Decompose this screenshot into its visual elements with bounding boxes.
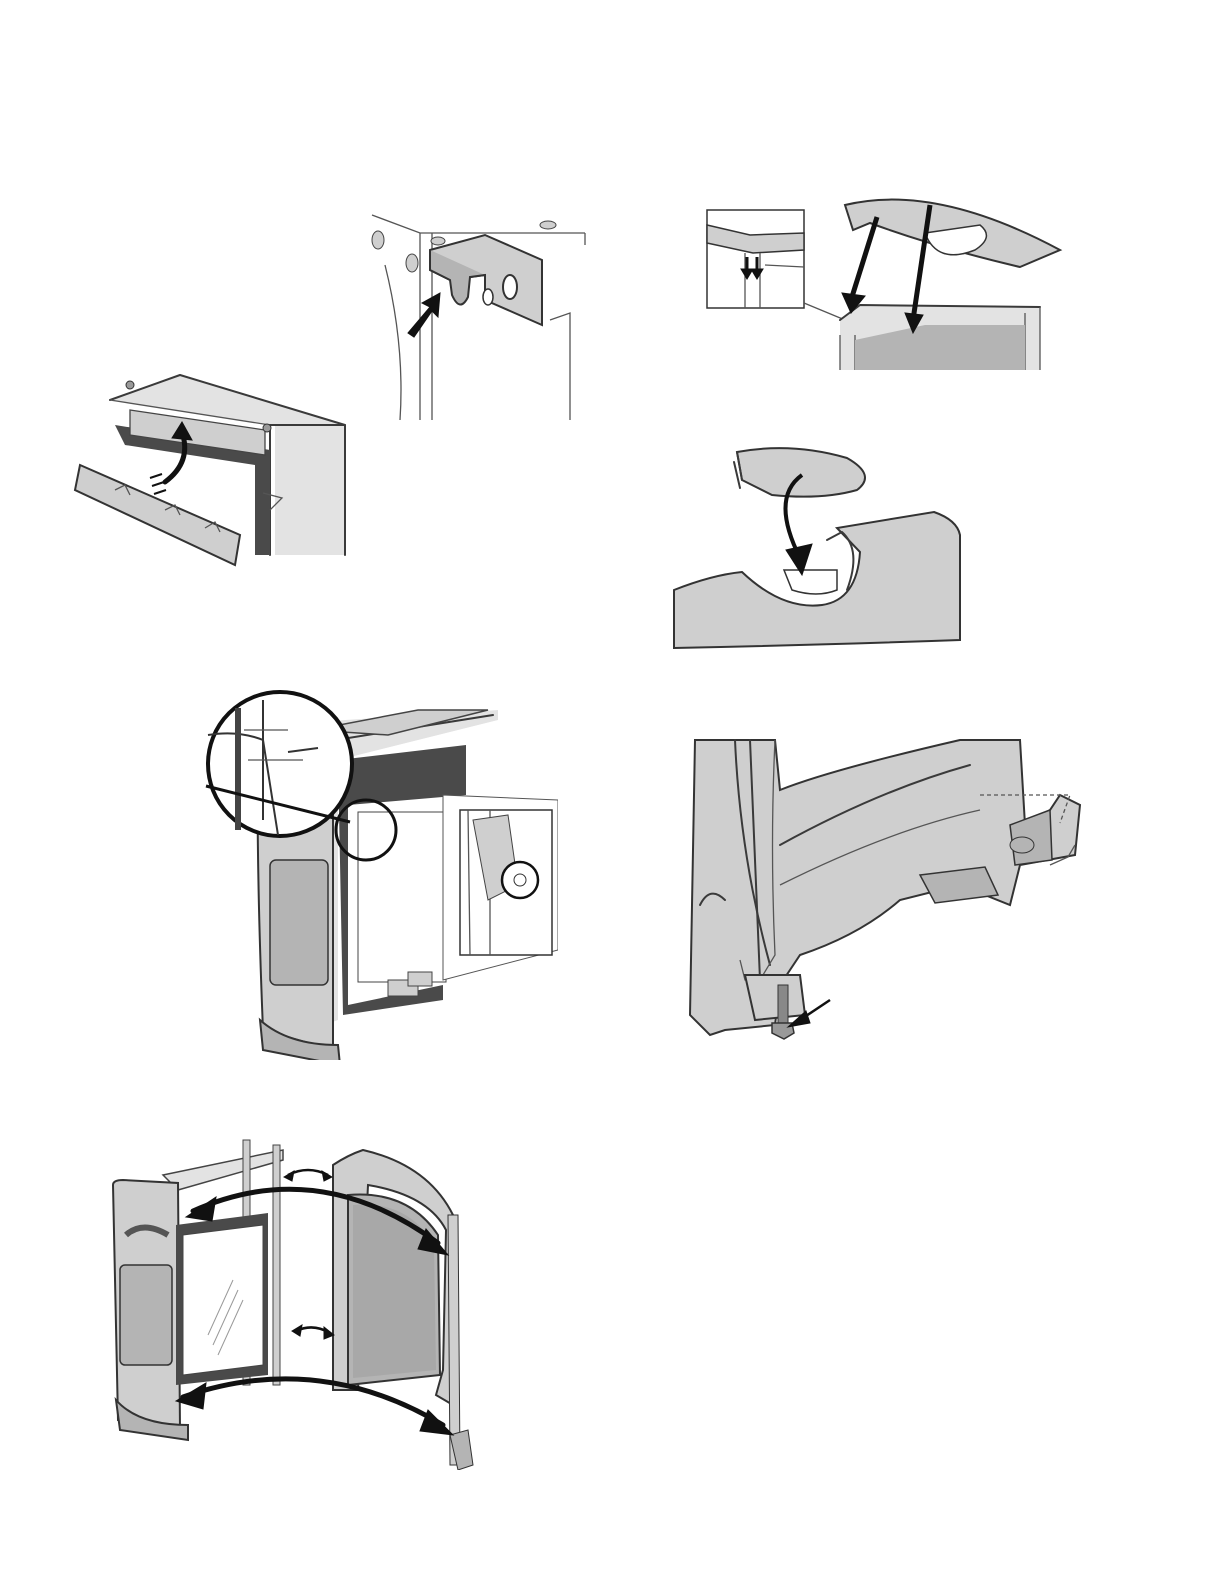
fig-side-panels-swap: [108, 1135, 488, 1470]
fig-top-panel-lift: [70, 370, 355, 570]
fig-collar-insert: [672, 440, 962, 652]
fig-top-plate-lower: [705, 195, 1065, 375]
fig-bracket-detail: [360, 205, 590, 425]
fig-side-panel-hinge: [88, 690, 558, 1060]
fig-leveling-foot: [680, 735, 1100, 1045]
bracket-arrow-icon: [408, 293, 440, 337]
bracket-icon: [430, 235, 542, 325]
